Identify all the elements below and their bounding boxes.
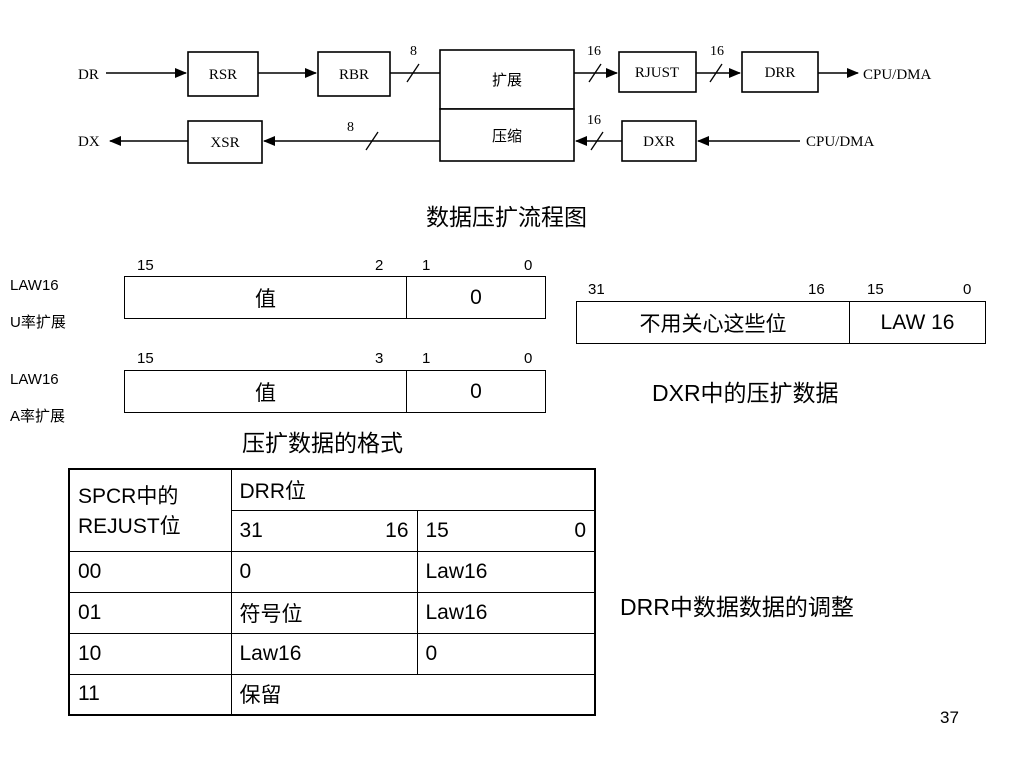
drr-bit-15: 15 [425,518,449,542]
u-law-zero-field: 0 [406,277,545,318]
node-dxr-label: DXR [643,134,675,150]
bus-width-rjust: 16 [710,44,724,59]
drr-bit-31: 31 [239,518,263,542]
dxr-dont-care-field: 不用关心这些位 [639,312,787,336]
table-row: 00 0 Law16 [68,550,596,593]
dxr-bit-0: 0 [963,281,972,298]
rejust-code-cell: 10 [68,632,232,675]
node-drr-label: DRR [765,65,796,81]
rejust-code-cell: 11 [68,673,232,716]
bus-slash-expand [588,63,602,83]
node-rsr-label: RSR [209,67,237,83]
u-law-bit-0: 0 [524,257,533,274]
a-law-bit-3: 3 [375,350,384,367]
dxr-law16-field: LAW 16 [849,302,985,343]
node-rsr: RSR [187,51,259,97]
rejust-code-cell: 00 [68,550,232,593]
rejust-code-cell: 01 [68,591,232,634]
u-law-name: LAW16 [10,277,59,294]
node-dxr: DXR [621,120,697,162]
high-bits-cell: 符号位 [230,591,418,634]
node-xsr: XSR [187,120,263,164]
node-expand: 扩展 [439,49,575,110]
formats-caption: 压扩数据的格式 [242,431,403,457]
bus-width-compress: 8 [347,120,354,135]
bus-slash-rjust [709,63,723,83]
drr-bits-header: DRR位 [230,468,596,511]
node-compress-label: 压缩 [492,128,522,145]
high-bits-cell: Law16 [230,632,418,675]
drr-adjustment-table: SPCR中的 REJUST位 DRR位 31 16 15 0 00 0 Law1… [68,468,596,716]
u-law-bit-1: 1 [422,257,431,274]
bus-slash-compress [365,131,379,151]
a-law-bit-1: 1 [422,350,431,367]
table-row: 10 Law16 0 [68,632,596,675]
page-number: 37 [940,708,959,727]
a-law-name: LAW16 [10,371,59,388]
reserved-cell: 保留 [230,673,596,716]
drr-table-caption: DRR中数据数据的调整 [620,594,854,620]
spcr-header-line1: SPCR中的 [78,485,179,508]
u-law-format-field: 值 0 [124,276,546,319]
spcr-header-line2: REJUST位 [78,515,181,538]
dxr-bit-15: 15 [867,281,884,298]
u-law-bit-2: 2 [375,257,384,274]
data-companding-flow-diagram: DR RSR RBR 8 扩展 压缩 16 RJUST 16 DRR CPU/D… [78,44,932,164]
bus-slash-rbr [406,63,420,83]
port-dx-label: DX [78,134,100,150]
dxr-bit-16: 16 [808,281,825,298]
a-law-bit-15: 15 [137,350,154,367]
bus-width-rbr: 8 [410,44,417,59]
u-law-desc: U率扩展 [10,314,66,331]
port-cpu-dma-in-label: CPU/DMA [806,134,875,150]
u-law-value-field: 值 [255,287,276,311]
dxr-format-field: 不用关心这些位 LAW 16 [576,301,986,344]
low-bit-range-header: 15 0 [416,509,596,552]
node-rjust-label: RJUST [635,65,679,81]
table-row: 11 保留 [68,673,596,716]
node-rbr: RBR [317,51,391,97]
drr-bit-16: 16 [385,518,409,542]
spcr-rejust-header: SPCR中的 REJUST位 [68,468,232,552]
node-drr: DRR [741,51,819,93]
dxr-caption: DXR中的压扩数据 [652,380,839,406]
low-bits-cell: Law16 [416,550,596,593]
flow-diagram-caption: 数据压扩流程图 [426,205,587,231]
table-row: 01 符号位 Law16 [68,591,596,634]
node-xsr-label: XSR [210,135,239,151]
high-bits-cell: 0 [230,550,418,593]
dxr-bit-31: 31 [588,281,605,298]
port-dr-label: DR [78,67,99,83]
a-law-desc: A率扩展 [10,408,66,425]
bus-slash-dxr [590,131,604,151]
bus-width-dxr: 16 [587,113,601,128]
low-bits-cell: Law16 [416,591,596,634]
a-law-value-field: 值 [255,381,276,405]
node-expand-label: 扩展 [492,72,522,89]
a-law-bit-0: 0 [524,350,533,367]
bus-width-expand: 16 [587,44,601,59]
a-law-zero-field: 0 [406,371,545,412]
u-law-bit-15: 15 [137,257,154,274]
table-header-row: SPCR中的 REJUST位 DRR位 [68,468,596,552]
high-bit-range-header: 31 16 [230,509,418,552]
node-rjust: RJUST [618,51,697,93]
port-cpu-dma-out-label: CPU/DMA [863,67,932,83]
a-law-format-field: 值 0 [124,370,546,413]
low-bits-cell: 0 [416,632,596,675]
drr-bit-0: 0 [574,518,586,542]
node-rbr-label: RBR [339,67,369,83]
node-compress: 压缩 [439,108,575,162]
